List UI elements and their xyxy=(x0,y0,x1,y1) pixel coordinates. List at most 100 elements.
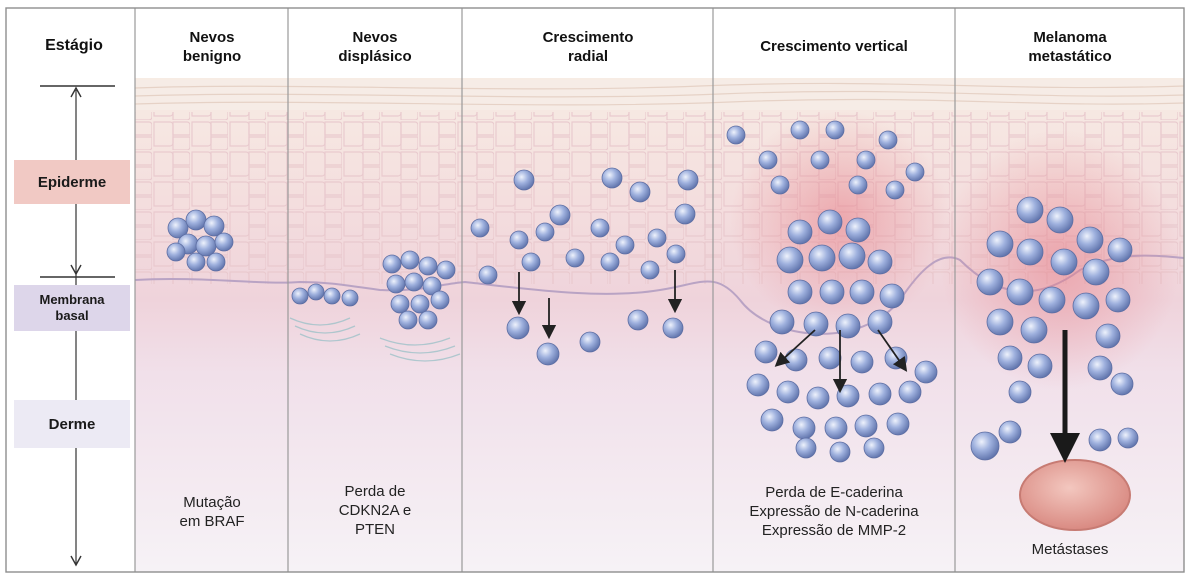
melanocyte-cell xyxy=(770,310,794,334)
melanocyte-cell xyxy=(826,121,844,139)
melanocyte-cell xyxy=(308,284,324,300)
melanocyte-cell xyxy=(479,266,497,284)
melanocyte-cell xyxy=(809,245,835,271)
melanocyte-cell xyxy=(580,332,600,352)
melanocyte-cell xyxy=(818,210,842,234)
melanocyte-cell xyxy=(167,243,185,261)
melanocyte-cell xyxy=(207,253,225,271)
melanocyte-cell xyxy=(510,231,528,249)
melanocyte-cell xyxy=(550,205,570,225)
melanocyte-cell xyxy=(755,341,777,363)
melanocyte-cell xyxy=(514,170,534,190)
melanocyte-cell xyxy=(630,182,650,202)
melanocyte-cell xyxy=(857,151,875,169)
melanocyte-cell xyxy=(616,236,634,254)
melanocyte-cell xyxy=(880,284,904,308)
melanocyte-cell xyxy=(977,269,1003,295)
note-metastases: Metástases xyxy=(957,540,1183,559)
melanocyte-cell xyxy=(915,361,937,383)
melanocyte-cell xyxy=(785,349,807,371)
melanocyte-cell xyxy=(401,251,419,269)
melanocyte-cell xyxy=(1017,197,1043,223)
melanocyte-cell xyxy=(522,253,540,271)
melanocyte-cell xyxy=(641,261,659,279)
melanocyte-cell xyxy=(849,176,867,194)
melanocyte-cell xyxy=(987,309,1013,335)
melanocyte-cell xyxy=(727,126,745,144)
melanocyte-cell xyxy=(1083,259,1109,285)
melanocyte-cell xyxy=(791,121,809,139)
stage-title-vertical-growth: Crescimento vertical xyxy=(715,37,953,56)
melanocyte-cell xyxy=(1118,428,1138,448)
melanocyte-cell xyxy=(566,249,584,267)
melanocyte-cell xyxy=(864,438,884,458)
melanocyte-cell xyxy=(1007,279,1033,305)
melanocyte-cell xyxy=(471,219,489,237)
melanocyte-cell xyxy=(1077,227,1103,253)
melanocyte-cell xyxy=(1088,356,1112,380)
melanocyte-cell xyxy=(819,347,841,369)
melanocyte-cell xyxy=(899,381,921,403)
melanocyte-cell xyxy=(886,181,904,199)
melanocyte-cell xyxy=(399,311,417,329)
stage-title-radial-growth: Crescimento radial xyxy=(464,28,712,66)
note-cdkn2a-pten-loss: Perda de CDKN2A e PTEN xyxy=(290,482,460,539)
melanocyte-cell xyxy=(602,168,622,188)
melanocyte-cell xyxy=(1096,324,1120,348)
stage-label: Estágio xyxy=(14,36,134,55)
melanocyte-cell xyxy=(885,347,907,369)
melanocyte-cell xyxy=(292,288,308,304)
melanocyte-cell xyxy=(383,255,401,273)
melanocyte-cell xyxy=(342,290,358,306)
melanocyte-cell xyxy=(839,243,865,269)
melanocyte-cell xyxy=(869,383,891,405)
note-cadherin-mmp2: Perda de E-caderina Expressão de N-cader… xyxy=(715,483,953,540)
melanocyte-cell xyxy=(391,295,409,313)
melanocyte-cell xyxy=(788,220,812,244)
melanocyte-cell xyxy=(793,417,815,439)
epidermis-label: Epiderme xyxy=(14,160,130,204)
melanocyte-cell xyxy=(215,233,233,251)
melanocyte-cell xyxy=(777,381,799,403)
melanocyte-cell xyxy=(675,204,695,224)
melanocyte-cell xyxy=(1028,354,1052,378)
melanocyte-cell xyxy=(1089,429,1111,451)
melanocyte-cell xyxy=(846,218,870,242)
melanocyte-cell xyxy=(1106,288,1130,312)
melanocyte-cell xyxy=(204,216,224,236)
melanocyte-cell xyxy=(830,442,850,462)
melanocyte-cell xyxy=(811,151,829,169)
melanocyte-cell xyxy=(601,253,619,271)
melanocyte-cell xyxy=(1017,239,1043,265)
melanocyte-cell xyxy=(507,317,529,339)
note-braf-mutation: Mutação em BRAF xyxy=(137,493,287,531)
melanocyte-cell xyxy=(667,245,685,263)
melanocyte-cell xyxy=(804,312,828,336)
melanocyte-cell xyxy=(999,421,1021,443)
melanocyte-cell xyxy=(825,417,847,439)
basal-membrane-label: Membrana basal xyxy=(14,285,130,331)
melanocyte-cell xyxy=(1047,207,1073,233)
melanocyte-cell xyxy=(887,413,909,435)
melanocyte-cell xyxy=(1009,381,1031,403)
stage-title-benign-nevus: Nevos benigno xyxy=(137,28,287,66)
melanocyte-cell xyxy=(419,257,437,275)
melanocyte-cell xyxy=(788,280,812,304)
melanocyte-cell xyxy=(1108,238,1132,262)
melanocyte-cell xyxy=(868,250,892,274)
melanocyte-cell xyxy=(186,210,206,230)
melanocyte-cell xyxy=(536,223,554,241)
melanocyte-cell xyxy=(431,291,449,309)
melanocyte-cell xyxy=(628,310,648,330)
melanocyte-cell xyxy=(411,295,429,313)
melanocyte-cell xyxy=(851,351,873,373)
melanocyte-cell xyxy=(777,247,803,273)
melanocyte-cell xyxy=(879,131,897,149)
melanocyte-cell xyxy=(196,236,216,256)
melanocyte-cell xyxy=(648,229,666,247)
melanocyte-cell xyxy=(761,409,783,431)
melanocyte-cell xyxy=(998,346,1022,370)
dermis-label: Derme xyxy=(14,400,130,448)
